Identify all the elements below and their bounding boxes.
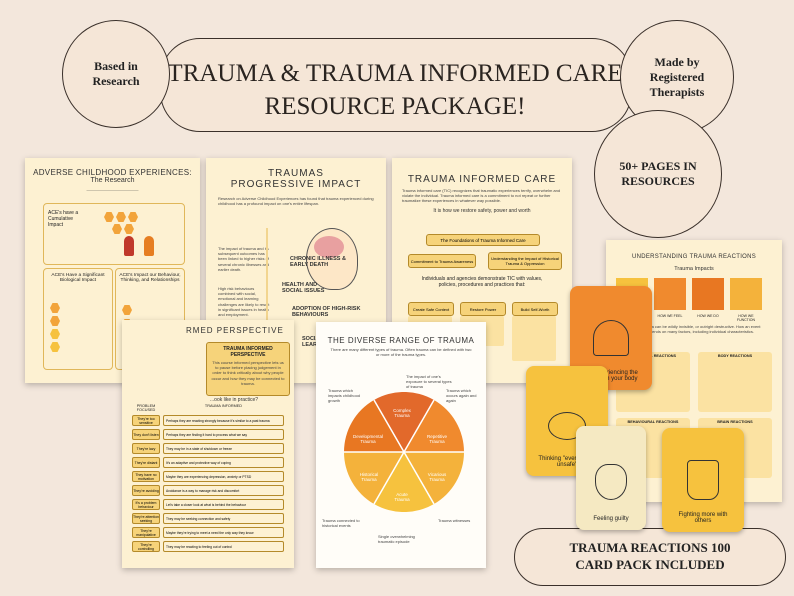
footer-line-2: CARD PACK INCLUDED (575, 557, 725, 572)
segment-developmental: Developmental Trauma (352, 434, 384, 444)
segment-vicarious: Vicarious Trauma (427, 472, 447, 482)
meditating-figure-icon (593, 320, 629, 356)
reactions-title: UNDERSTANDING TRAUMA REACTIONS (631, 254, 757, 260)
impact-label-3: ADOPTION OF HIGH-RISK BEHAVIOURS (292, 306, 361, 318)
note-historical: Trauma connected to historical events (322, 518, 360, 529)
child-figure-icon (144, 236, 154, 256)
feel-icon (654, 278, 686, 310)
segment-complex: Complex Trauma (393, 408, 411, 418)
wheel-segment (374, 452, 434, 512)
card-guilty: Feeling guilty (576, 426, 646, 530)
ace-subtitle: The Research (90, 177, 135, 184)
child-figure-icon (124, 236, 134, 256)
wheel-segment (344, 452, 404, 504)
trauma-wheel (344, 392, 464, 512)
tic-title: TRAUMA INFORMED CARE (407, 174, 557, 185)
tic-foundation-2: Understanding the Impact of Historical T… (488, 252, 562, 270)
brain-head-icon (306, 228, 358, 290)
badge-research: Based in Research (62, 20, 170, 128)
brain-icon (314, 236, 344, 258)
ace-box-1: ACE's have a Cumulative Impact (43, 203, 185, 265)
wheel-segment (404, 400, 464, 452)
note-vicarious: Trauma witnesses (438, 518, 471, 523)
note-complex: The impact of one's exposure to several … (406, 374, 452, 390)
page-title: TRAUMA & TRAUMA INFORMED CARE RESOURCE P… (160, 58, 630, 123)
card-fighting: Fighting more with others (662, 428, 744, 532)
heart-icon (595, 464, 627, 500)
tic-subtitle: It is how we restore safety, power and w… (433, 207, 531, 214)
wheel-segment (404, 452, 464, 504)
perspective-box: TRAUMA INFORMED PERSPECTIVE This course … (206, 342, 290, 396)
impact-label-2: HEALTH AND SOCIAL ISSUES (282, 282, 325, 294)
footer-banner: TRAUMA REACTIONS 100 CARD PACK INCLUDED (514, 528, 786, 586)
function-icon (730, 278, 762, 310)
impact-label-1: CHRONIC ILLNESS & EARLY DEATH (290, 256, 346, 268)
tic-foundations: The Foundations of Trauma Informed Care (426, 234, 540, 246)
impact-title-1: TRAUMAS (268, 168, 324, 179)
note-repetitive: Trauma which occurs again and again (446, 388, 477, 404)
segment-acute: Acute Trauma (394, 492, 410, 502)
page-informed-perspective: RMED PERSPECTIVE TRAUMA INFORMED PERSPEC… (122, 320, 294, 568)
page-diverse-range: THE DIVERSE RANGE OF TRAUMA There are ma… (316, 322, 486, 568)
note-developmental: Trauma which impacts childhood growth (328, 388, 361, 404)
do-icon (692, 278, 724, 310)
segment-repetitive: Repetitive Trauma (426, 434, 447, 444)
wheel-segment (344, 400, 404, 452)
ace-box-2: ACE's Have a Significant Biological Impa… (43, 268, 113, 370)
reactions-subtitle: Trauma Impacts (674, 266, 714, 272)
title-line-2: RESOURCE PACKAGE! (264, 92, 526, 120)
perspective-title: RMED PERSPECTIVE (186, 326, 284, 335)
title-banner (160, 38, 632, 132)
tic-practice-3: Build Self-Worth (512, 302, 558, 316)
tic-practice-1: Create Safe Context (408, 302, 454, 316)
tic-foundation-1: Commitment to Trauma Awareness (408, 254, 476, 268)
tic-practice-2: Restore Power (460, 302, 506, 316)
ace-title: ADVERSE CHILDHOOD EXPERIENCES: (33, 168, 192, 177)
wheel-segment (374, 392, 434, 452)
impact-title-2: PROGRESSIVE IMPACT (230, 179, 362, 190)
perspective-question: ...ook like in practice? (210, 397, 259, 403)
badge-pages: 50+ PAGES IN RESOURCES (594, 110, 722, 238)
body-section: BODY REACTIONS (698, 352, 772, 412)
diverse-title: THE DIVERSE RANGE OF TRAUMA (327, 336, 475, 345)
title-line-1: TRAUMA & TRAUMA INFORMED CARE (167, 60, 623, 87)
boots-icon (687, 460, 719, 500)
tic-mid-text: Individuals and agencies demonstrate TIC… (421, 276, 543, 288)
note-acute: Single overwhelming traumatic episode (378, 534, 415, 545)
segment-historical: Historical Trauma (359, 472, 379, 482)
footer-line-1: TRAUMA REACTIONS 100 (569, 540, 731, 556)
